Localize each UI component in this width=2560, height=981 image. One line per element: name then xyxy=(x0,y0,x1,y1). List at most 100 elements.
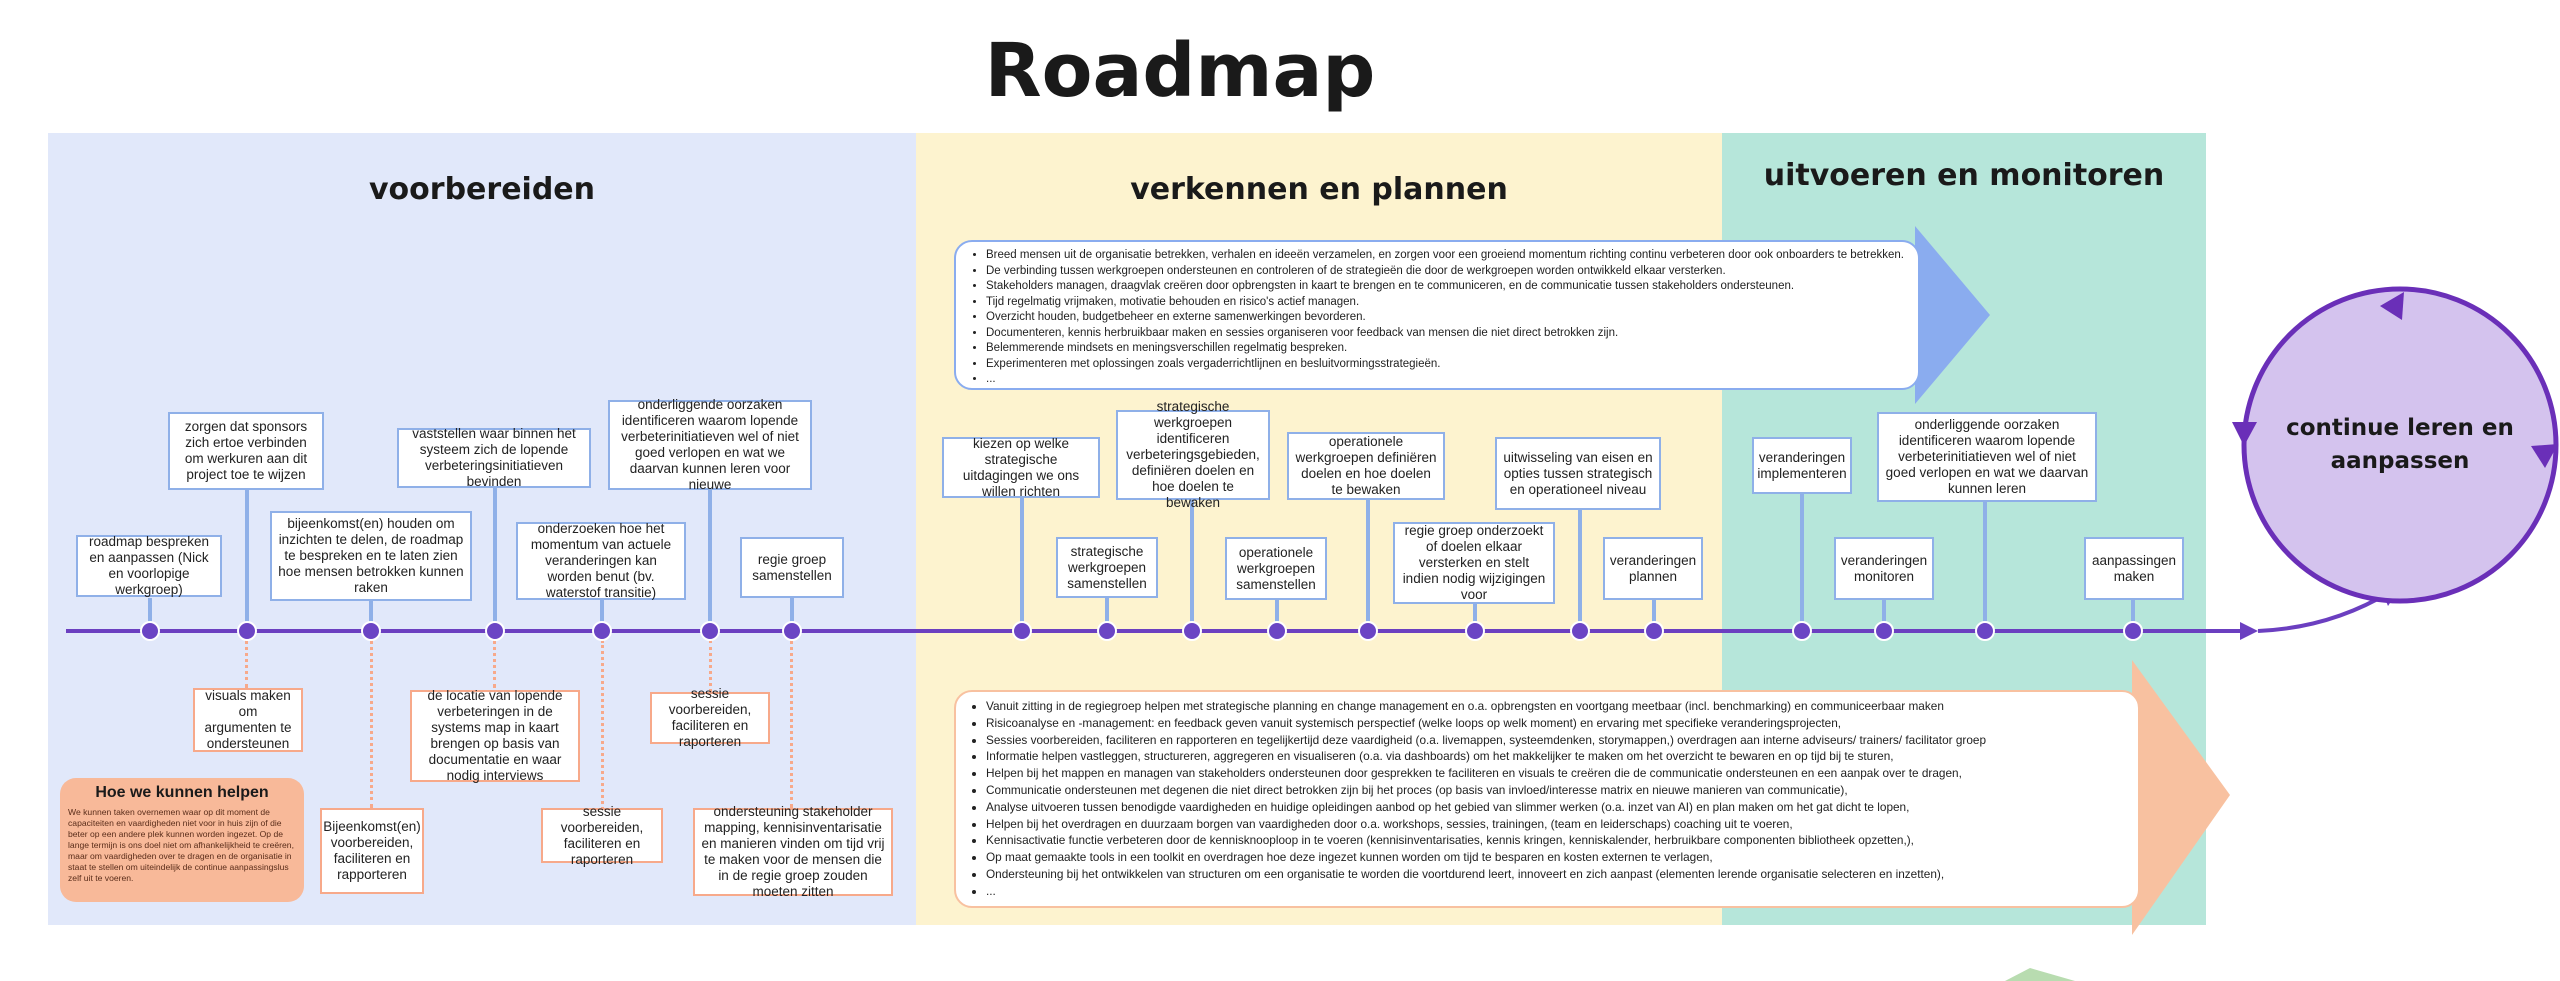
support-box: ondersteuning stakeholder mapping, kenni… xyxy=(693,804,893,899)
milestone-box: aanpassingen maken xyxy=(2084,537,2184,600)
timeline-dot xyxy=(1465,621,1485,641)
connector-line xyxy=(1983,502,1987,631)
bottom-callout: Vanuit zitting in de regiegroep helpen m… xyxy=(954,690,2140,908)
cycle-arrow-top-icon xyxy=(2380,292,2404,320)
connector-line xyxy=(245,490,249,631)
top-callout-item: Overzicht houden, budgetbeheer en extern… xyxy=(986,310,1908,326)
milestone-box: strategische werkgroepen samenstellen xyxy=(1056,537,1158,598)
timeline-dot xyxy=(1358,621,1378,641)
timeline-dot xyxy=(1975,621,1995,641)
top-callout-item: ... xyxy=(986,372,1908,388)
connector-line xyxy=(148,598,152,631)
milestone-box: strategische werkgroepen identificeren v… xyxy=(1116,399,1270,510)
milestone-box: veranderingen implementeren xyxy=(1752,437,1852,494)
connector-line xyxy=(1800,494,1804,631)
connector-line xyxy=(1882,600,1886,631)
milestone-box: uitwisseling van eisen en opties tussen … xyxy=(1495,437,1661,510)
bottom-callout-item: Analyse uitvoeren tussen benodigde vaard… xyxy=(986,799,2128,816)
connector-line xyxy=(600,600,604,631)
milestone-box: vaststellen waar binnen het systeem zich… xyxy=(397,426,591,489)
connector-line xyxy=(1473,604,1477,631)
timeline-dot xyxy=(782,621,802,641)
support-connector xyxy=(790,640,793,808)
timeline-dot xyxy=(1644,621,1664,641)
timeline-dot xyxy=(1182,621,1202,641)
timeline-dot xyxy=(361,621,381,641)
timeline-dot xyxy=(237,621,257,641)
support-connector xyxy=(709,640,712,692)
bottom-callout-arrow-icon xyxy=(2132,660,2230,935)
bottom-callout-item: Sessies voorbereiden, faciliteren en rap… xyxy=(986,732,2128,749)
milestone-box: onderliggende oorzaken identificeren waa… xyxy=(1877,412,2097,502)
bottom-callout-item: Helpen bij het mappen en managen van sta… xyxy=(986,765,2128,782)
timeline-dot xyxy=(1267,621,1287,641)
milestone-box: veranderingen monitoren xyxy=(1834,537,1934,600)
milestone-box: roadmap bespreken en aanpassen (Nick en … xyxy=(76,534,222,597)
timeline-dot xyxy=(1012,621,1032,641)
help-box: Hoe we kunnen helpen We kunnen taken ove… xyxy=(60,778,304,902)
milestone-box: operationele werkgroepen samenstellen xyxy=(1225,537,1327,600)
top-callout-item: Documenteren, kennis herbruikbaar maken … xyxy=(986,326,1908,342)
support-connector xyxy=(601,640,604,810)
connector-line xyxy=(1652,600,1656,631)
phase-title-uitvoeren-en-monitoren: uitvoeren en monitoren xyxy=(1763,158,2165,193)
top-callout-item: Breed mensen uit de organisatie betrekke… xyxy=(986,248,1908,264)
milestone-box: onderliggende oorzaken identificeren waa… xyxy=(608,397,812,492)
connector-line xyxy=(2131,600,2135,631)
bottom-callout-item: Informatie helpen vastleggen, structurer… xyxy=(986,748,2128,765)
top-callout-arrow-icon xyxy=(1915,226,1990,404)
support-box: de locatie van lopende verbeteringen in … xyxy=(410,688,580,783)
timeline-dot xyxy=(485,621,505,641)
phase-title-verkennen-en-plannen: verkennen en plannen xyxy=(1130,172,1508,207)
connector-line xyxy=(790,598,794,631)
top-callout: Breed mensen uit de organisatie betrekke… xyxy=(954,240,1920,390)
top-callout-item: Stakeholders managen, draagvlak creëren … xyxy=(986,279,1908,295)
milestone-box: zorgen dat sponsors zich ertoe verbinden… xyxy=(168,412,324,490)
support-box: sessie voorbereiden, faciliteren en rapo… xyxy=(650,686,770,749)
timeline-dot xyxy=(1570,621,1590,641)
bottom-callout-item: ... xyxy=(986,883,2128,900)
connector-line xyxy=(1275,600,1279,631)
support-connector xyxy=(370,640,373,808)
support-box: visuals maken om argumenten te ondersteu… xyxy=(193,688,303,752)
bottom-callout-item: Op maat gemaakte tools in een toolkit en… xyxy=(986,849,2128,866)
help-box-text: We kunnen taken overnemen waar op dit mo… xyxy=(68,807,294,883)
support-connector xyxy=(245,640,248,688)
timeline-dot xyxy=(592,621,612,641)
milestone-box: veranderingen plannen xyxy=(1603,537,1703,600)
timeline-arrowhead-icon xyxy=(2240,622,2258,640)
bottom-callout-item: Risicoanalyse en -management: en feedbac… xyxy=(986,715,2128,732)
connector-line xyxy=(1020,498,1024,631)
top-callout-item: De verbinding tussen werkgroepen onderst… xyxy=(986,264,1908,280)
support-connector xyxy=(493,640,496,688)
bottom-callout-item: Kennisactivatie functie verbeteren door … xyxy=(986,832,2128,849)
connector-line xyxy=(493,488,497,631)
timeline-dot xyxy=(1874,621,1894,641)
top-callout-item: Tijd regelmatig vrijmaken, motivatie beh… xyxy=(986,295,1908,311)
top-callout-item: Experimenteren met oplossingen zoals ver… xyxy=(986,357,1908,373)
partial-green-arrow-icon xyxy=(2005,968,2075,981)
page-title: Roadmap xyxy=(984,28,1376,114)
bottom-callout-list: Vanuit zitting in de regiegroep helpen m… xyxy=(968,698,2128,900)
connector-line xyxy=(1366,500,1370,631)
cycle-arrow-left-icon xyxy=(2232,422,2257,446)
timeline-dot xyxy=(1097,621,1117,641)
milestone-box: bijeenkomst(en) houden om inzichten te d… xyxy=(270,511,472,601)
milestone-box: operationele werkgroepen definiëren doel… xyxy=(1287,432,1445,500)
milestone-box: regie groep samenstellen xyxy=(740,537,844,598)
timeline-dot xyxy=(2123,621,2143,641)
top-callout-item: Belemmerende mindsets en meningsverschil… xyxy=(986,341,1908,357)
help-box-title: Hoe we kunnen helpen xyxy=(95,784,269,801)
bottom-callout-item: Vanuit zitting in de regiegroep helpen m… xyxy=(986,698,2128,715)
connector-line xyxy=(1578,510,1582,631)
bottom-callout-item: Helpen bij het overdragen en duurzaam bo… xyxy=(986,816,2128,833)
connector-line xyxy=(1105,598,1109,631)
milestone-box: onderzoeken hoe het momentum van actuele… xyxy=(516,521,686,600)
connector-line xyxy=(1190,500,1194,631)
timeline-dot xyxy=(700,621,720,641)
phase-title-voorbereiden: voorbereiden xyxy=(369,172,595,207)
cycle-label: continue leren en aanpassen xyxy=(2286,415,2514,474)
milestone-box: kiezen op welke strategische uitdagingen… xyxy=(942,436,1100,499)
bottom-callout-item: Communicatie ondersteunen met degenen di… xyxy=(986,782,2128,799)
